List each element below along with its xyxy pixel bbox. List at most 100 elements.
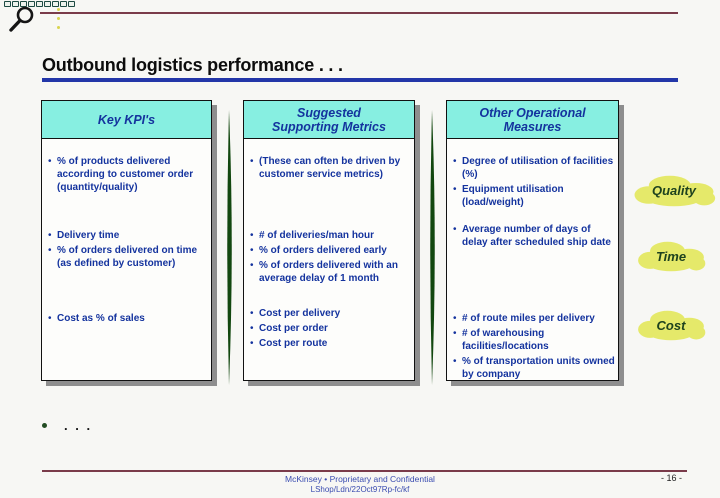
list-item: • # of route miles per delivery [453, 312, 615, 325]
list-item: • Cost per delivery [250, 307, 411, 320]
column-content: • Degree of utilisation of facilities (%… [447, 139, 618, 380]
green-lens-divider [430, 110, 435, 385]
cloud-shape-icon [638, 310, 706, 341]
list-item-text: # of deliveries/man hour [259, 230, 375, 242]
list-item-text: # of route miles per delivery [462, 313, 595, 325]
list-item-text: Cost per order [259, 323, 328, 335]
bullet-icon: • [453, 328, 457, 340]
green-lens-divider [227, 110, 232, 385]
bullet-icon: • [453, 184, 457, 196]
build-dot-icon [57, 17, 60, 20]
column-header: Suggested Supporting Metrics [244, 101, 414, 140]
bullet-icon: • [250, 156, 254, 168]
magnifier-icon [9, 6, 34, 32]
list-item-text: # of warehousing facilities/locations [462, 328, 549, 353]
list-item-text: % of orders delivered on time (as define… [57, 245, 198, 270]
list-item-text: % of orders delivered with an average de… [259, 260, 398, 285]
bullet-icon: • [48, 230, 52, 242]
list-item-text: Cost per route [259, 338, 328, 350]
list-item-text: Equipment utilisation (load/weight) [462, 184, 564, 209]
list-item: • (These can often be driven by customer… [250, 155, 411, 181]
column-header: Other Operational Measures [447, 101, 618, 140]
chain-square-icon [20, 1, 27, 7]
bullet-icon: • [250, 338, 254, 350]
list-item-text: % of products delivered according to cus… [57, 156, 194, 194]
footer-document-id: LShop/Ldn/22Oct97Rp-fc/kf [310, 485, 410, 494]
page-number: - 16 - [660, 473, 682, 483]
column-supporting-metrics: Suggested Supporting Metrics • (These ca… [243, 100, 415, 381]
cost-group: • # of route miles per delivery • # of w… [453, 312, 615, 383]
build-dot-icon [57, 26, 60, 29]
title-underline [42, 78, 678, 82]
footer-confidential: McKinsey • Proprietary and Confidential [285, 474, 435, 484]
yellow-build-dots [57, 8, 60, 35]
list-item: • Cost per order [250, 322, 411, 335]
bullet-icon: • [453, 313, 457, 325]
column-content: • (These can often be driven by customer… [244, 139, 414, 378]
cost-group: • Cost as % of sales [48, 312, 208, 327]
list-item-text: Degree of utilisation of facilities (%) [462, 156, 614, 181]
column-box: Other Operational Measures • Degree of u… [446, 100, 619, 381]
time-group: • Average number of days of delay after … [453, 223, 615, 251]
list-item: • % of orders delivered on time (as defi… [48, 244, 208, 270]
bullet-icon: • [48, 313, 52, 325]
column-operational-measures: Other Operational Measures • Degree of u… [446, 100, 619, 381]
list-item-text: Cost per delivery [259, 308, 341, 320]
chain-square-icon [4, 1, 11, 7]
build-dot-icon [57, 8, 60, 11]
column-box: Key KPI's • % of products delivered acco… [41, 100, 212, 381]
chain-square-icon [44, 1, 51, 7]
chain-squares-decoration [4, 1, 75, 7]
list-item: • # of warehousing facilities/locations [453, 327, 615, 353]
bullet-icon: • [250, 230, 254, 242]
bullet-icon: • [250, 260, 254, 272]
cloud-cost: Cost [636, 310, 706, 341]
bullet-icon: • [48, 245, 52, 257]
list-item: • Cost as % of sales [48, 312, 208, 325]
cloud-shape-icon [638, 241, 706, 272]
list-item: • % of products delivered according to c… [48, 155, 208, 194]
bottom-bullet-text: . . . [64, 418, 93, 433]
list-item: • # of deliveries/man hour [250, 229, 411, 242]
list-item: • Degree of utilisation of facilities (%… [453, 155, 615, 181]
page-title: Outbound logistics performance . . . [42, 55, 343, 75]
time-group: • Delivery time • % of orders delivered … [48, 229, 208, 272]
cloud-label: Time [655, 249, 687, 264]
cloud-time: Time [636, 241, 706, 272]
bullet-icon [42, 423, 47, 428]
list-item-text: % of orders delivered early [259, 245, 387, 257]
chain-square-icon [60, 1, 67, 7]
top-rule [40, 12, 678, 14]
time-group: • # of deliveries/man hour • % of orders… [250, 229, 411, 287]
list-item-text: Cost as % of sales [57, 313, 145, 325]
bullet-icon: • [250, 308, 254, 320]
quality-group: • Degree of utilisation of facilities (%… [453, 155, 615, 211]
list-item: • % of orders delivered with an average … [250, 259, 411, 285]
quality-group: • % of products delivered according to c… [48, 155, 208, 196]
cloud-label: Quality [651, 183, 697, 198]
footer-rule [42, 470, 687, 472]
column-header: Key KPI's [42, 101, 211, 140]
chain-square-icon [52, 1, 59, 7]
chain-square-icon [28, 1, 35, 7]
bullet-icon: • [453, 356, 457, 368]
bullet-icon: • [453, 224, 457, 236]
bullet-icon: • [48, 156, 52, 168]
column-box: Suggested Supporting Metrics • (These ca… [243, 100, 415, 381]
chain-square-icon [12, 1, 19, 7]
list-item-text: (These can often be driven by customer s… [259, 156, 401, 181]
list-item: • Equipment utilisation (load/weight) [453, 183, 615, 209]
list-item: • Delivery time [48, 229, 208, 242]
list-item: • Average number of days of delay after … [453, 223, 615, 249]
list-item-text: Average number of days of delay after sc… [462, 224, 611, 249]
bullet-icon: • [250, 245, 254, 257]
column-content: • % of products delivered according to c… [42, 139, 211, 378]
column-key-kpis: Key KPI's • % of products delivered acco… [41, 100, 212, 381]
bullet-icon: • [250, 323, 254, 335]
cost-group: • Cost per delivery • Cost per order • C… [250, 307, 411, 352]
chain-square-icon [36, 1, 43, 7]
quality-group: • (These can often be driven by customer… [250, 155, 411, 183]
list-item-text: Delivery time [57, 230, 120, 242]
cloud-label: Cost [656, 318, 686, 333]
